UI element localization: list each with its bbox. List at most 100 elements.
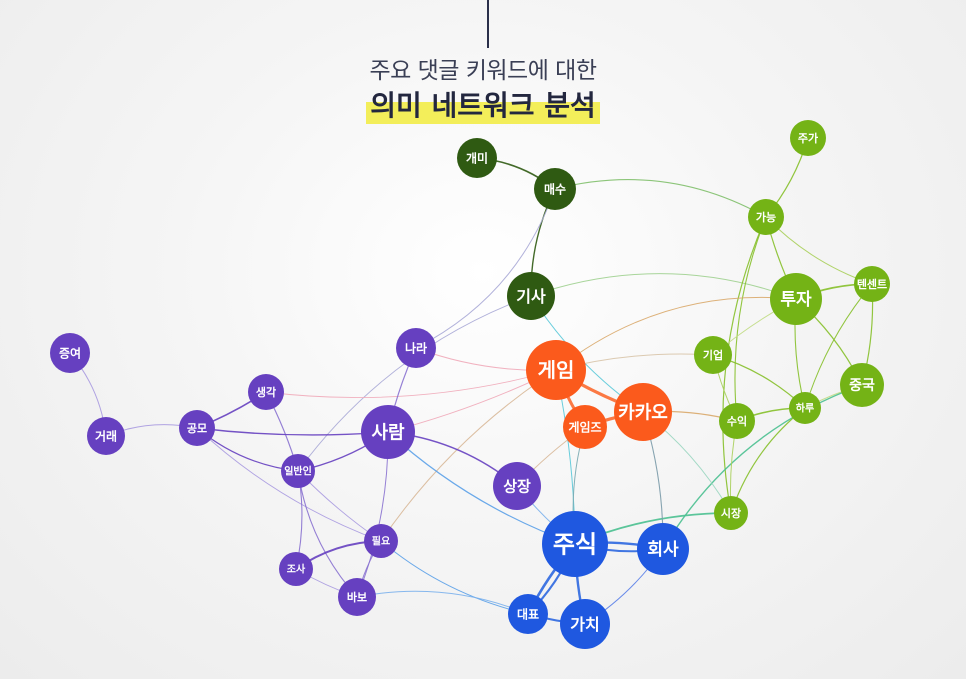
node-label: 거래 bbox=[95, 428, 117, 443]
node-기사[interactable]: 기사 bbox=[507, 272, 555, 320]
node-시장[interactable]: 시장 bbox=[714, 496, 748, 530]
edge-생각-게임 bbox=[265, 369, 557, 399]
node-label: 사람 bbox=[371, 422, 405, 443]
node-조사[interactable]: 조사 bbox=[279, 552, 313, 586]
node-개미[interactable]: 개미 bbox=[457, 138, 497, 178]
node-바보[interactable]: 바보 bbox=[338, 578, 376, 616]
node-가치[interactable]: 가치 bbox=[560, 599, 610, 649]
node-카카오[interactable]: 카카오 bbox=[614, 383, 672, 441]
node-label: 시장 bbox=[721, 506, 741, 520]
node-주식[interactable]: 주식 bbox=[542, 511, 608, 577]
node-label: 중국 bbox=[849, 378, 875, 394]
node-label: 게임 bbox=[538, 358, 575, 382]
node-circle bbox=[714, 496, 748, 530]
node-circle bbox=[179, 410, 215, 446]
node-회사[interactable]: 회사 bbox=[637, 523, 689, 575]
node-사람[interactable]: 사람 bbox=[361, 405, 415, 459]
node-주가[interactable]: 주가 bbox=[790, 120, 826, 156]
node-label: 대표 bbox=[517, 607, 539, 621]
node-중국[interactable]: 중국 bbox=[840, 363, 884, 407]
node-label: 공모 bbox=[187, 422, 207, 435]
node-label: 일반인 bbox=[284, 465, 312, 478]
node-circle bbox=[338, 578, 376, 616]
node-일반인[interactable]: 일반인 bbox=[281, 454, 315, 488]
edge-가능-수익 bbox=[734, 216, 767, 422]
node-label: 바보 bbox=[347, 590, 367, 604]
node-circle bbox=[364, 524, 398, 558]
node-공모[interactable]: 공모 bbox=[179, 410, 215, 446]
node-circle bbox=[719, 403, 755, 439]
node-circle bbox=[789, 392, 821, 424]
node-circle bbox=[526, 340, 586, 400]
top-divider-line bbox=[487, 0, 489, 48]
node-label: 가치 bbox=[570, 615, 599, 634]
edge-기사-투자 bbox=[530, 273, 797, 300]
node-circle bbox=[542, 511, 608, 577]
node-circle bbox=[396, 328, 436, 368]
node-circle bbox=[854, 266, 890, 302]
headline-highlight bbox=[366, 102, 600, 124]
node-circle bbox=[614, 383, 672, 441]
headline-box: 의미 네트워크 분석 bbox=[366, 88, 600, 124]
node-label: 하루 bbox=[796, 402, 814, 415]
node-생각[interactable]: 생각 bbox=[248, 374, 284, 410]
node-label: 매수 bbox=[544, 181, 566, 196]
edge-공모-필요 bbox=[196, 427, 382, 542]
node-label: 조사 bbox=[287, 563, 306, 576]
node-label: 주가 bbox=[798, 131, 818, 145]
node-circle bbox=[281, 454, 315, 488]
node-label: 가능 bbox=[756, 210, 776, 224]
node-circle bbox=[279, 552, 313, 586]
node-상장[interactable]: 상장 bbox=[493, 462, 541, 510]
node-label: 나라 bbox=[405, 340, 427, 355]
node-circle bbox=[248, 374, 284, 410]
node-가능[interactable]: 가능 bbox=[748, 199, 784, 235]
node-circle bbox=[560, 599, 610, 649]
node-텐센트[interactable]: 텐센트 bbox=[854, 266, 890, 302]
edge-바보-대표 bbox=[356, 590, 529, 615]
node-circle bbox=[87, 417, 125, 455]
edge-가능-시장 bbox=[722, 216, 767, 514]
node-수익[interactable]: 수익 bbox=[719, 403, 755, 439]
node-label: 수익 bbox=[727, 415, 747, 428]
node-label: 카카오 bbox=[618, 402, 668, 423]
node-circle bbox=[563, 405, 607, 449]
node-label: 상장 bbox=[503, 477, 531, 495]
node-게임[interactable]: 게임 bbox=[526, 340, 586, 400]
node-투자[interactable]: 투자 bbox=[770, 273, 822, 325]
node-circle bbox=[50, 333, 90, 373]
node-label: 게임즈 bbox=[568, 420, 601, 434]
node-circle bbox=[840, 363, 884, 407]
node-circle bbox=[790, 120, 826, 156]
edge-가능-텐센트 bbox=[765, 216, 873, 285]
node-circle bbox=[748, 199, 784, 235]
node-하루[interactable]: 하루 bbox=[789, 392, 821, 424]
node-매수[interactable]: 매수 bbox=[534, 168, 576, 210]
node-circle bbox=[507, 272, 555, 320]
node-거래[interactable]: 거래 bbox=[87, 417, 125, 455]
node-label: 기업 bbox=[703, 348, 723, 362]
node-label: 개미 bbox=[466, 150, 488, 165]
node-label: 주식 bbox=[553, 531, 597, 559]
edge-필요-대표 bbox=[380, 540, 529, 615]
subtitle: 주요 댓글 키워드에 대한 bbox=[369, 58, 597, 84]
node-증여[interactable]: 증여 bbox=[50, 333, 90, 373]
node-circle bbox=[508, 594, 548, 634]
node-기업[interactable]: 기업 bbox=[694, 336, 732, 374]
node-circle bbox=[493, 462, 541, 510]
node-게임즈[interactable]: 게임즈 bbox=[563, 405, 607, 449]
edge-사람-공모 bbox=[196, 427, 389, 436]
node-label: 증여 bbox=[59, 345, 81, 360]
edge-게임-필요 bbox=[380, 369, 557, 542]
node-label: 투자 bbox=[780, 290, 812, 310]
node-circle bbox=[770, 273, 822, 325]
node-label: 필요 bbox=[372, 535, 390, 548]
edge-중국-회사 bbox=[662, 384, 863, 550]
node-필요[interactable]: 필요 bbox=[364, 524, 398, 558]
node-나라[interactable]: 나라 bbox=[396, 328, 436, 368]
node-대표[interactable]: 대표 bbox=[508, 594, 548, 634]
page-title: 의미 네트워크 분석 bbox=[370, 89, 596, 122]
node-circle bbox=[694, 336, 732, 374]
